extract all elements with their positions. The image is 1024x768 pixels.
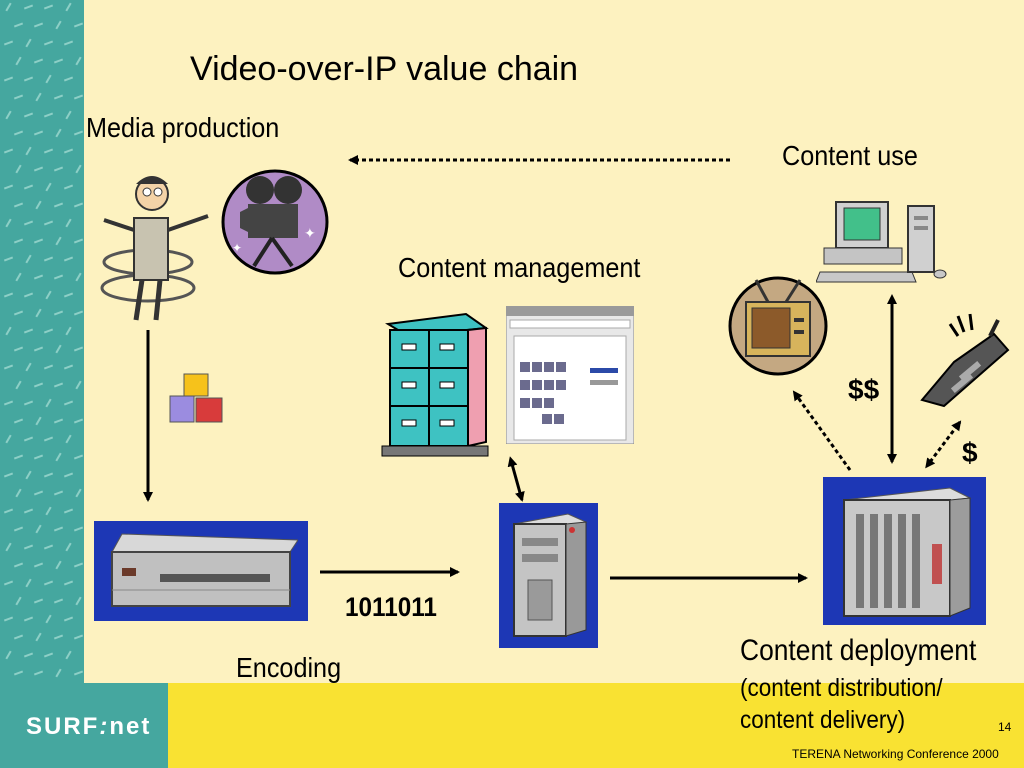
footer-conference: TERENA Networking Conference 2000 bbox=[792, 747, 999, 761]
footer-band bbox=[84, 683, 1024, 768]
label-content-management: Content management bbox=[398, 252, 641, 283]
label-media-production: Media production bbox=[86, 112, 280, 143]
blocks-icon bbox=[169, 373, 223, 423]
sidebar-pattern bbox=[0, 0, 84, 768]
desktop-computer-icon bbox=[816, 201, 947, 283]
web-page-screenshot-icon bbox=[506, 306, 634, 444]
label-single-dollar: $ bbox=[962, 437, 978, 468]
presenter-cartoon-icon bbox=[100, 176, 209, 321]
management-server-arrow bbox=[507, 456, 525, 502]
surfnet-logo: SURF:net bbox=[26, 713, 152, 740]
label-double-dollar: $$ bbox=[848, 374, 880, 405]
label-content-distribution: (content distribution/ bbox=[740, 674, 943, 702]
svg-text:✦: ✦ bbox=[232, 241, 242, 255]
logo-name: SURF bbox=[26, 713, 100, 740]
filing-cabinet-icon bbox=[381, 312, 489, 457]
logo-area bbox=[0, 683, 168, 768]
label-content-delivery: content delivery) bbox=[740, 706, 906, 734]
svg-text:✦: ✦ bbox=[304, 225, 316, 241]
movie-camera-icon: ✦ ✦ bbox=[221, 169, 329, 275]
server-tower-icon bbox=[512, 513, 588, 637]
label-binary-stream: 1011011 bbox=[345, 592, 437, 622]
television-icon bbox=[728, 276, 828, 376]
mobile-phone-icon bbox=[920, 313, 1010, 408]
deployment-tv-arrow bbox=[792, 390, 852, 471]
label-content-deployment: Content deployment bbox=[740, 634, 977, 667]
video-encoder-icon bbox=[111, 533, 298, 607]
deployment-phone-arrow bbox=[925, 420, 962, 469]
slide-title: Video-over-IP value chain bbox=[190, 50, 579, 88]
page-number: 14 bbox=[998, 720, 1012, 734]
logo-suffix: net bbox=[109, 713, 152, 740]
label-content-use: Content use bbox=[782, 140, 918, 171]
network-rack-icon bbox=[842, 487, 972, 617]
label-encoding: Encoding bbox=[236, 652, 342, 683]
